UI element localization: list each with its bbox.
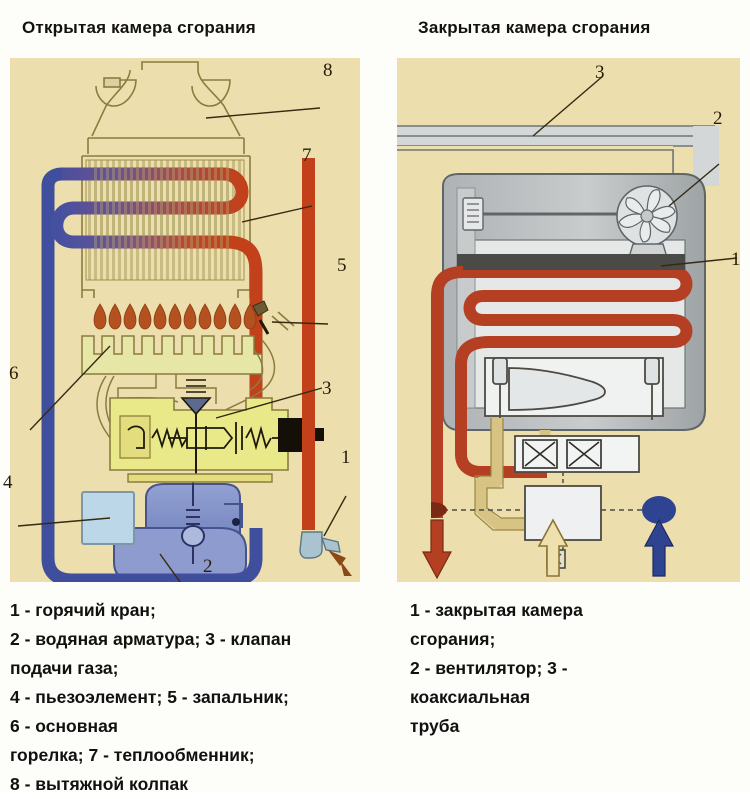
hot-water-pipe [302,158,315,530]
callout-left-6: 6 [9,363,19,384]
cold-water-pipe [41,358,263,582]
callout-left-7: 7 [302,145,312,166]
hot-flow-pipe-right [431,266,547,518]
flow-arrow-hot-out [421,519,453,580]
caption-open-chamber-legend: 1 - горячий кран; 2 - водяная арматура; … [10,600,292,794]
sealed-chamber-burner [484,357,664,420]
water-armature [113,482,247,579]
open-chamber-schematic [17,61,352,582]
caption-closed-chamber-legend: 1 - закрытая камера сгорания; 2 - вентил… [410,600,583,736]
callout-left-2: 2 [203,556,213,577]
callout-left-1: 1 [341,447,351,468]
burner-manifold [81,335,263,404]
gas-line-right-outline [474,418,553,531]
control-electronics [514,435,640,569]
hot-water-tap [299,531,352,576]
panel-title-closed-chamber: Закрытая камера сгорания [418,18,651,37]
burner-flames [93,303,257,330]
callout-left-8: 8 [323,60,333,81]
extraction-fan [616,185,678,265]
flow-sensor [642,496,676,524]
hot-sensor [431,502,447,518]
gas-control-valve [109,379,324,483]
heat-exchanger-coil-right [463,266,693,348]
callout-right-1: 1 [731,249,741,270]
flow-arrow-gas-in [537,518,569,577]
draft-hood [87,61,245,154]
callout-leaders [17,107,347,582]
valve-spring-mechanism [127,422,278,454]
flow-arrow-cold-in [643,518,675,577]
callout-left-3: 3 [322,378,332,399]
callout-leaders-right [532,75,738,267]
panel-title-open-chamber: Открытая камера сгорания [22,18,256,37]
callout-right-2: 2 [713,108,723,129]
callout-left-4: 4 [3,472,13,493]
diagram-closed-combustion-chamber [397,58,740,582]
callout-right-3: 3 [595,62,605,83]
closed-chamber-schematic [397,75,738,580]
exchanger-baffle [457,254,685,270]
gas-valve-right [524,485,602,541]
heat-exchanger-fin-overlay [92,168,232,248]
main-burner [81,300,295,404]
pilot-igniter [252,300,295,335]
diagram-open-combustion-chamber [10,58,360,582]
callout-left-5: 5 [337,255,347,276]
